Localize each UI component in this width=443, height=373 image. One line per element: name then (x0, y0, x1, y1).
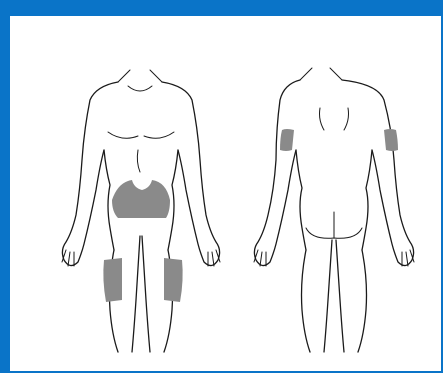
back-body-figure (254, 68, 414, 352)
back-hair-left (300, 68, 312, 80)
back-right-upper-arm-injection-area (384, 129, 398, 151)
back-shoulder-blade-left (320, 108, 325, 130)
front-right-thigh-injection-area (164, 258, 183, 302)
front-body-figure (62, 70, 220, 352)
back-right-arm (342, 80, 414, 266)
front-neck-line (128, 86, 152, 91)
back-left-leg-outer (302, 250, 311, 352)
front-abdomen-injection-area (112, 180, 170, 218)
front-chest-right (144, 132, 174, 138)
front-hair-right (150, 70, 162, 82)
back-torso-right (362, 150, 372, 250)
front-left-arm (62, 82, 118, 266)
back-right-leg-outer (358, 250, 367, 352)
back-torso-left (296, 150, 306, 250)
back-left-arm (254, 80, 300, 266)
back-left-hand (254, 250, 266, 266)
back-right-leg-inner (336, 240, 344, 352)
front-sternum-line (137, 150, 140, 172)
front-right-leg-inner (142, 236, 150, 352)
back-left-upper-arm-injection-area (280, 129, 294, 151)
back-hair-right (330, 68, 342, 80)
front-chest-left (108, 132, 138, 138)
back-left-leg-inner (324, 240, 332, 352)
front-left-hand (62, 250, 74, 266)
front-right-hand (208, 250, 220, 266)
front-left-leg-inner (132, 236, 140, 352)
back-right-hand (402, 250, 414, 266)
back-shoulder-blade-right (344, 108, 349, 130)
front-hair-left (118, 70, 130, 82)
front-left-thigh-injection-area (103, 258, 122, 302)
